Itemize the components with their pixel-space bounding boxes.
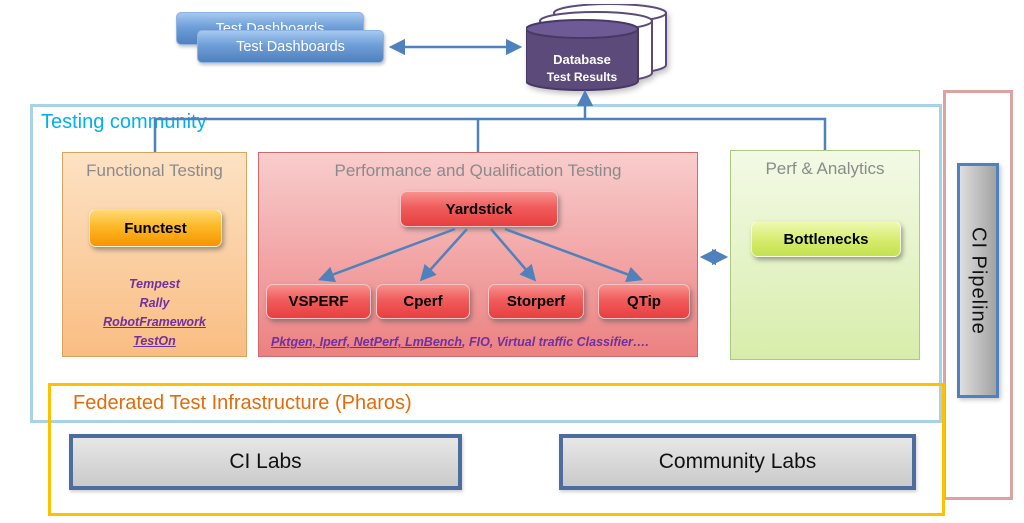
performance-tools-note: Pktgen, Iperf, NetPerf, LmBench, FIO, Vi…	[271, 335, 649, 349]
performance-testing-title: Performance and Qualification Testing	[334, 161, 622, 180]
performance-tools-note-links: Pktgen, Iperf, NetPerf, LmBench	[271, 335, 463, 349]
functional-testing-panel: Functional Testing Functest Tempest Rall…	[62, 152, 247, 357]
ci-pipeline-bar: CI Pipeline	[957, 163, 999, 398]
ci-labs-label: CI Labs	[229, 450, 302, 473]
qtip-button: QTip	[598, 284, 690, 319]
functional-tools-list: Tempest Rally RobotFramework TestOn	[63, 275, 246, 351]
functional-testing-title: Functional Testing	[86, 161, 223, 180]
test-dashboards-front-label: Test Dashboards	[236, 38, 345, 55]
tool-teston: TestOn	[133, 334, 176, 348]
performance-tools-note-rest: , FIO, Virtual traffic Classifier….	[462, 335, 649, 349]
functest-button: Functest	[89, 209, 222, 247]
ci-labs-box: CI Labs	[69, 434, 462, 490]
testing-community-label: Testing community	[41, 111, 207, 133]
community-labs-label: Community Labs	[658, 450, 817, 473]
community-labs-box: Community Labs	[559, 434, 916, 490]
database-subtitle: Test Results	[547, 70, 618, 84]
cperf-button: Cperf	[376, 284, 470, 319]
bottlenecks-button: Bottlenecks	[751, 221, 901, 257]
tool-tempest: Tempest	[129, 277, 180, 291]
yardstick-button: Yardstick	[400, 191, 558, 227]
tool-robotframework: RobotFramework	[103, 315, 206, 329]
vsperf-button: VSPERF	[266, 284, 371, 319]
storperf-button: Storperf	[488, 284, 584, 319]
federated-infrastructure-container: Federated Test Infrastructure (Pharos) C…	[48, 383, 945, 516]
test-dashboards-card-front: Test Dashboards	[197, 30, 384, 63]
tool-rally: Rally	[139, 296, 170, 310]
database-cylinder-front: Database Test Results	[526, 19, 639, 91]
perf-analytics-panel: Perf & Analytics Bottlenecks	[730, 150, 920, 360]
test-results-database: Database Test Results	[526, 4, 667, 91]
ci-pipeline-outline	[943, 90, 1013, 500]
database-title: Database	[553, 52, 611, 67]
performance-testing-panel: Performance and Qualification Testing Ya…	[258, 152, 698, 357]
federated-infrastructure-label: Federated Test Infrastructure (Pharos)	[73, 392, 412, 414]
ci-pipeline-label: CI Pipeline	[967, 226, 990, 335]
perf-analytics-title: Perf & Analytics	[765, 159, 885, 178]
